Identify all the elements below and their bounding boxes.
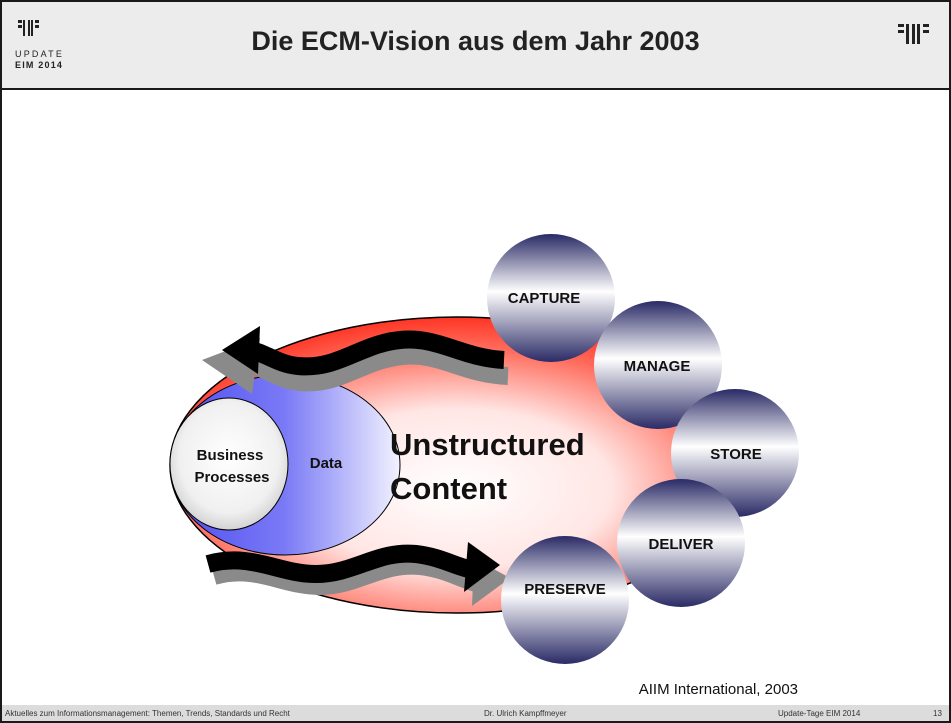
stage-label-preserve: PRESERVE (524, 581, 605, 598)
center-label-line2: Content (390, 471, 507, 506)
stage-label-capture: CAPTURE (508, 290, 581, 307)
footer-author: Dr. Ulrich Kampffmeyer (484, 709, 567, 718)
logo-text-update: UPDATE (15, 49, 65, 59)
logo-graphics (18, 20, 929, 44)
top-arrow-head (222, 326, 260, 374)
bottom-arrow (205, 544, 476, 584)
brand-logo-icon (898, 24, 929, 44)
footer-page-number: 13 (933, 709, 942, 718)
footer-event: Update-Tage EIM 2014 (778, 709, 861, 718)
data-label: Data (310, 455, 343, 472)
stage-label-store: STORE (710, 446, 761, 463)
bottom-arrow-head (464, 542, 500, 592)
footer-left-text: Aktuelles zum Informationsmanagement: Th… (5, 709, 290, 718)
business-label-line1: Business (197, 447, 264, 464)
update-logo-icon (18, 20, 39, 36)
logo-text-eim: EIM 2014 (15, 60, 64, 70)
stage-label-deliver: DELIVER (648, 536, 713, 553)
center-label-line1: Unstructured (390, 427, 585, 462)
business-processes-ellipse (169, 397, 289, 531)
slide-header: UPDATE EIM 2014 Die ECM-Vision aus dem J… (2, 2, 949, 90)
business-label-line2: Processes (194, 469, 269, 486)
slide-footer: Aktuelles zum Informationsmanagement: Th… (2, 705, 949, 721)
slide-title: Die ECM-Vision aus dem Jahr 2003 (251, 26, 700, 56)
deliver-sphere (617, 479, 745, 607)
manage-sphere (594, 301, 722, 429)
capture-sphere (487, 234, 615, 362)
citation: AIIM International, 2003 (638, 681, 798, 698)
bottom-arrow-shadow (211, 556, 483, 596)
top-arrow (248, 330, 505, 376)
top-arrow-shadow (245, 346, 509, 392)
stage-label-manage: MANAGE (624, 358, 691, 375)
preserve-sphere (501, 536, 629, 664)
